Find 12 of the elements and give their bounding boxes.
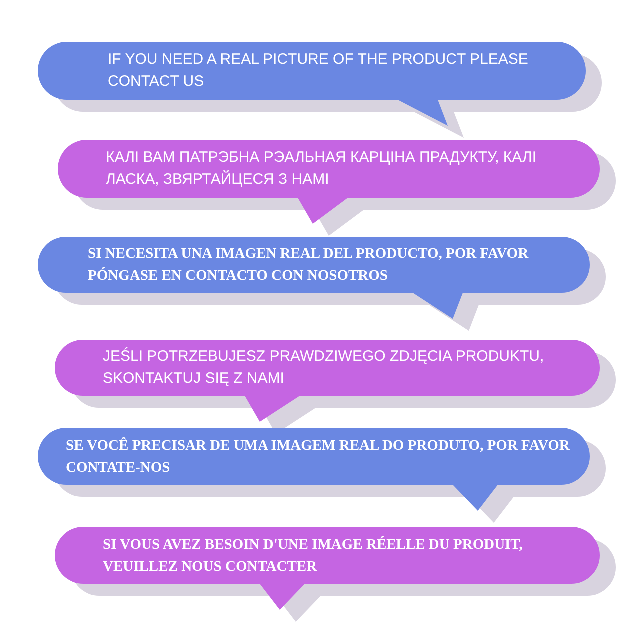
speech-bubble xyxy=(58,140,600,224)
bubble-text: IF YOU NEED A REAL PICTURE OF THE PRODUCT PLEASE CONTACT US xyxy=(108,50,530,92)
speech-bubble xyxy=(38,42,586,126)
speech-bubble xyxy=(38,428,590,511)
speech-bubble xyxy=(38,237,590,319)
bubble-text: SE VOCÊ PRECISAR DE UMA IMAGEM REAL DO PRODUTO, POR FAVOR CONTATE-NOS xyxy=(66,436,571,478)
bubble-text: JEŚLI POTRZEBUJESZ PRAWDZIWEGO ZDJĘCIA PRODUKTU, SKONTAKTUJ SIĘ Z NAMI xyxy=(103,346,546,389)
speech-bubble xyxy=(55,340,600,422)
bubble-text: SI VOUS AVEZ BESOIN D'UNE IMAGE RÉELLE DU PRODUIT, VEUILLEZ NOUS CONTACTER xyxy=(103,536,524,576)
speech-bubble xyxy=(55,527,600,610)
bubble-text: КАЛІ ВАМ ПАТРЭБНА РЭАЛЬНАЯ КАРЦІНА ПРАДУКТУ, КАЛІ ЛАСКА, ЗВЯРТАЙЦЕСЯ З НАМІ xyxy=(106,148,538,190)
bubble-text: SI NECESITA UNA IMAGEN REAL DEL PRODUCTO, POR FAVOR PÓNGASE EN CONTACTO CON NOSOTROS xyxy=(88,245,530,286)
